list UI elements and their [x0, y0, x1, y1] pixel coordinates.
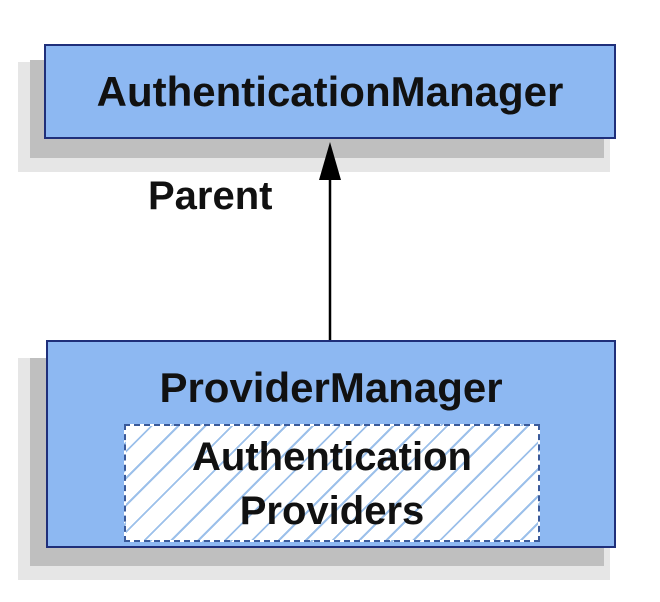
provider-manager-label: ProviderManager: [159, 364, 503, 411]
authentication-providers-box: Authentication Providers: [124, 424, 540, 542]
authentication-providers-line2: Providers: [239, 489, 425, 533]
provider-manager-node: ProviderManager Authentication Providers: [46, 340, 616, 548]
authentication-manager-label: AuthenticationManager: [96, 68, 564, 115]
authentication-manager-node: AuthenticationManager: [44, 44, 616, 139]
authentication-providers-line1: Authentication: [192, 435, 472, 479]
arrow-head: [319, 142, 341, 180]
edge-label-parent: Parent: [148, 174, 273, 218]
